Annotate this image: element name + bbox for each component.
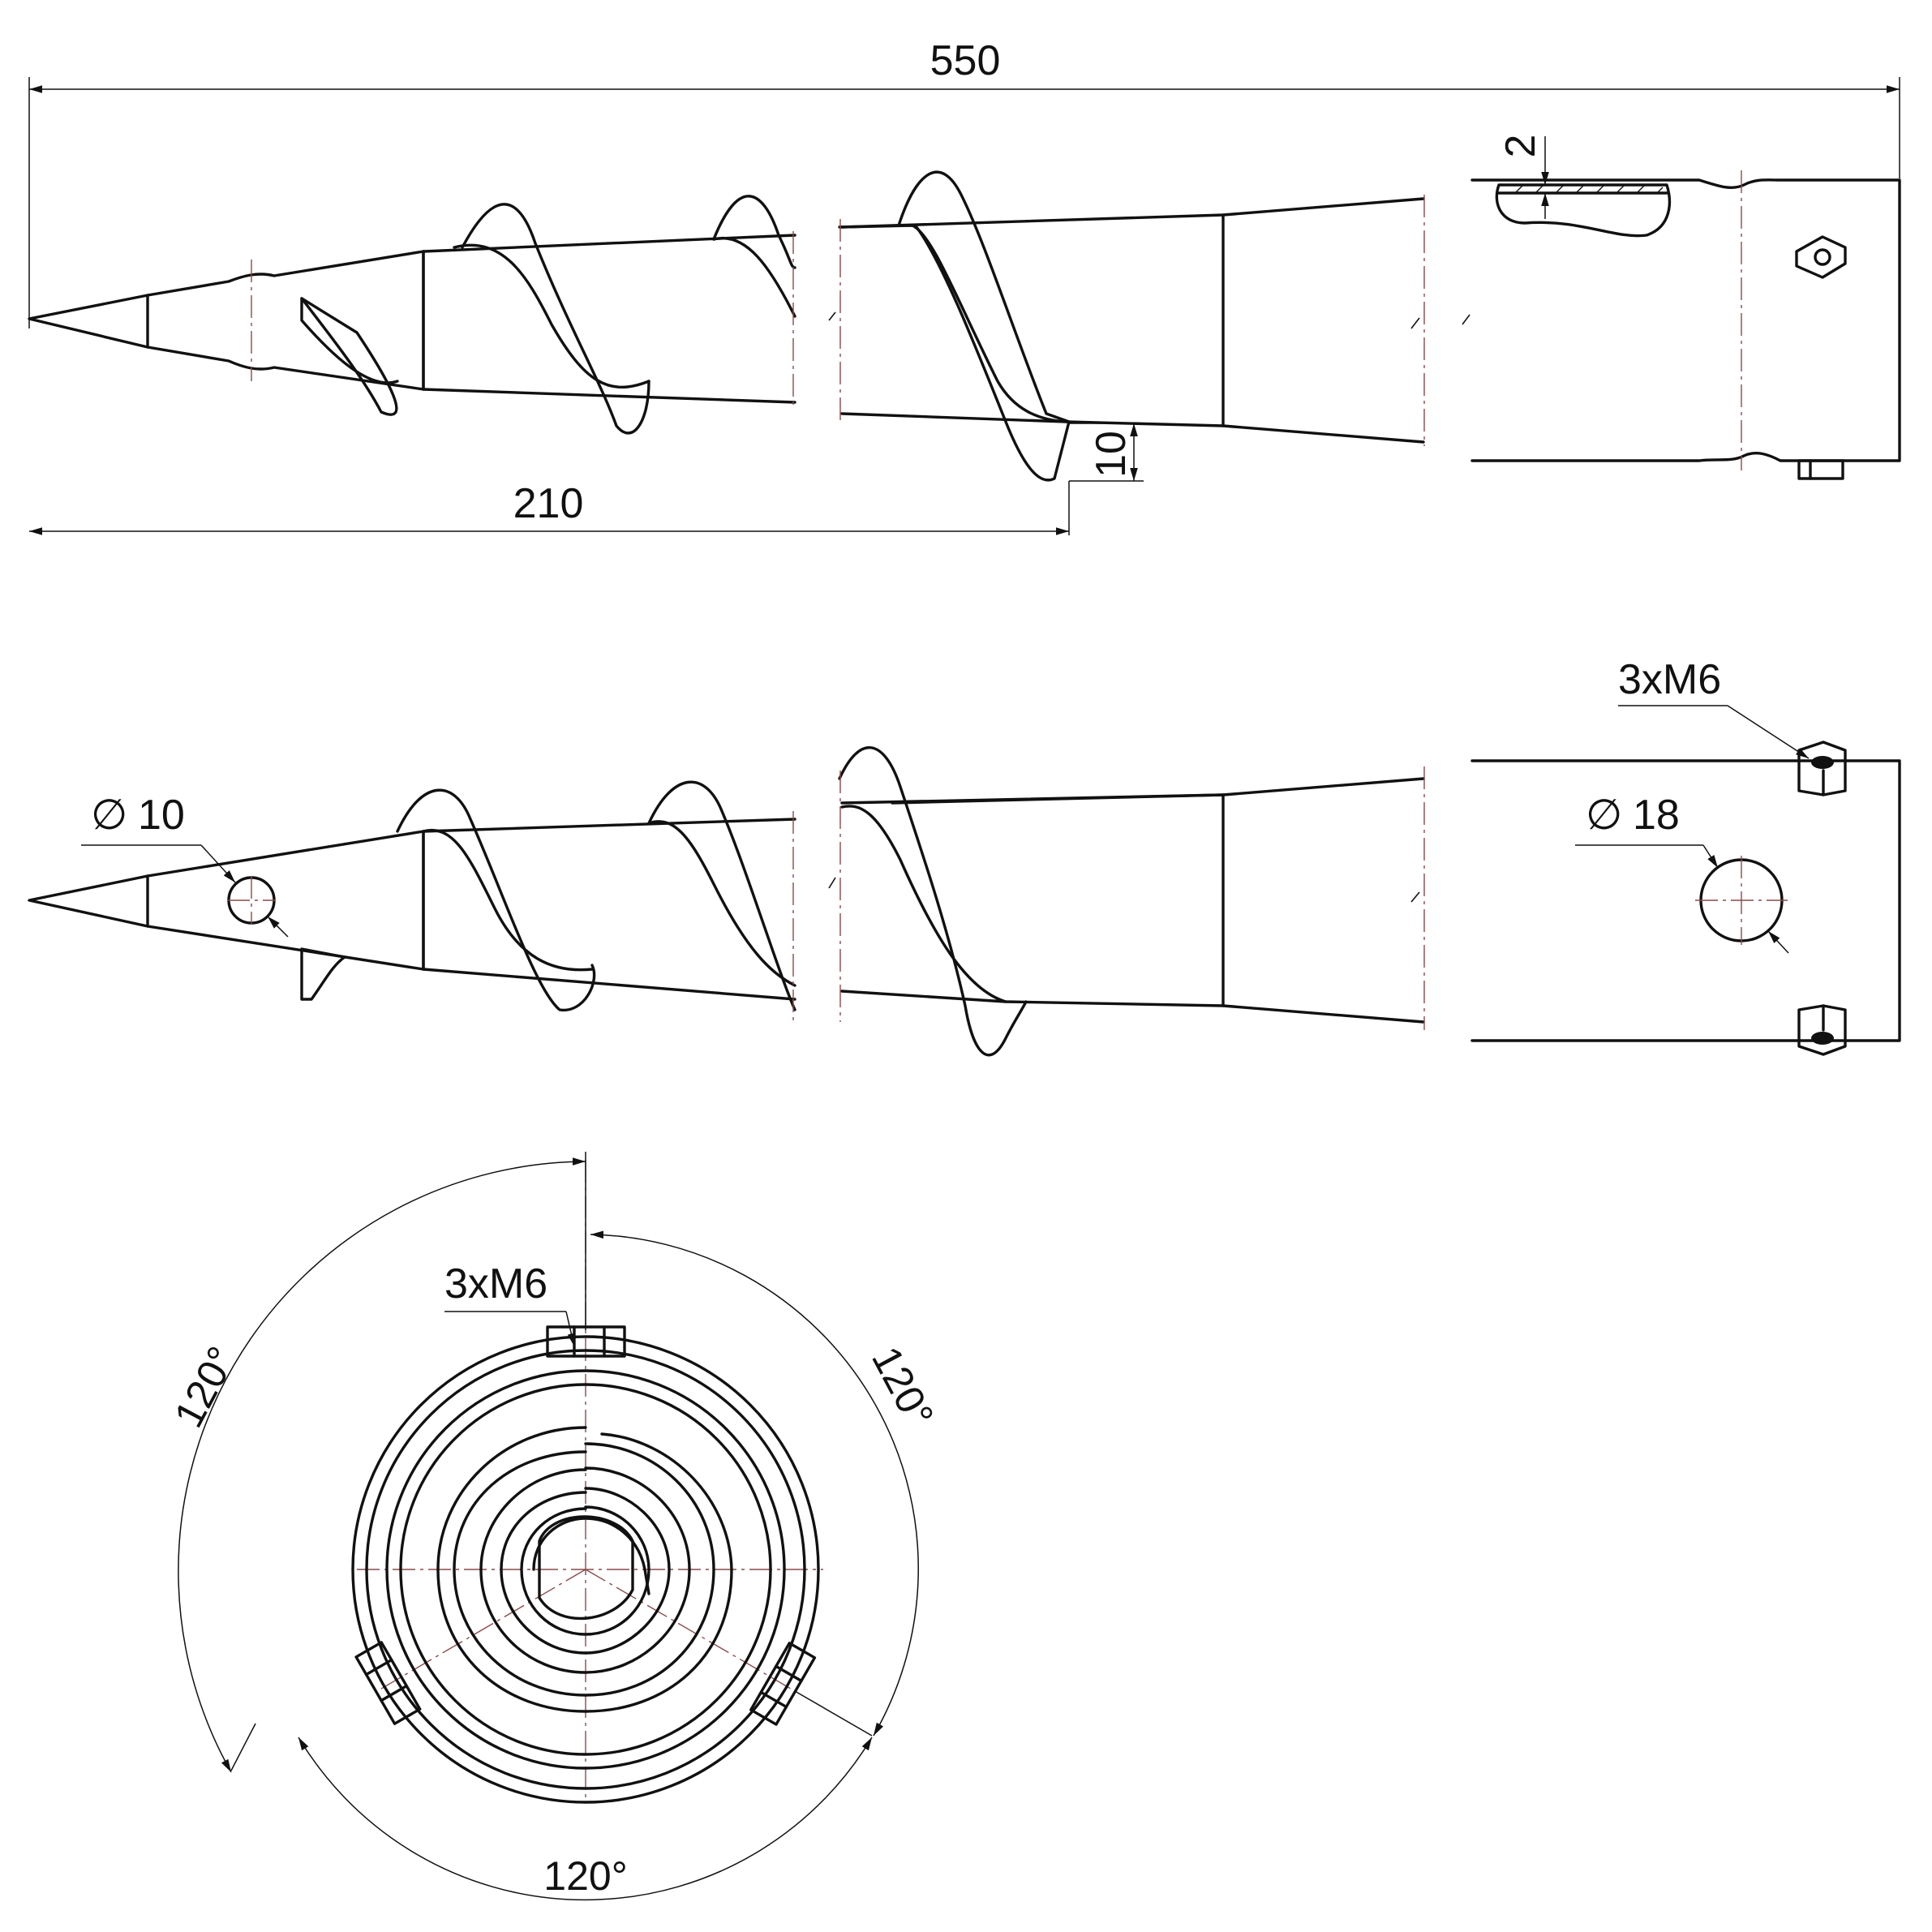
hex-nut-icon <box>1795 235 1847 279</box>
bolt-boss-left-icon <box>354 1641 422 1725</box>
pin-hole-10: ∅ 10 <box>81 792 289 938</box>
tube-hole-18: ∅ 18 <box>1575 792 1789 954</box>
cone-section-2-top <box>828 170 1425 482</box>
cone-section-2-side <box>828 746 1425 1057</box>
auger-tip-side: ∅ 10 <box>28 792 425 1001</box>
angle-left-label: 120° <box>165 1339 245 1435</box>
diameter-18-label: 18 <box>1633 792 1680 839</box>
bottom-nut-side-icon <box>1797 1004 1847 1056</box>
dimension-10-label: 10 <box>1088 431 1135 478</box>
tube-end-side: ∅ 18 3xM6 <box>1470 656 1901 1056</box>
top-view: 550 <box>28 37 1901 535</box>
bottom-nut-icon <box>1797 459 1844 480</box>
end-view: 3xM6 120° 120° 120° <box>165 1152 942 1901</box>
auger-tip-top <box>28 250 425 391</box>
diameter-10-symbol: ∅ <box>91 792 127 839</box>
dimension-550-label: 550 <box>930 37 1001 84</box>
dimension-550: 550 <box>28 37 1900 328</box>
angle-bottom-label: 120° <box>543 1853 627 1899</box>
cone-section-1-top <box>300 195 796 435</box>
cone-section-1-side <box>396 780 796 1022</box>
tube-end-top: 2 <box>1462 135 1901 480</box>
top-nut-side-icon <box>1797 741 1847 796</box>
dimension-210: 210 <box>29 480 1069 535</box>
diameter-10-label: 10 <box>138 792 185 839</box>
dimension-210-label: 210 <box>513 480 584 527</box>
bolts-side-label: 3xM6 <box>1618 656 1721 703</box>
slot-hatch <box>1514 184 1664 194</box>
bolts-end-label: 3xM6 <box>444 1260 547 1307</box>
side-view: ∅ 10 <box>28 656 1901 1057</box>
angle-right-label: 120° <box>863 1339 942 1435</box>
dimension-2-label: 2 <box>1497 135 1544 158</box>
diameter-18-symbol: ∅ <box>1586 792 1622 839</box>
dimension-10: 10 <box>1068 423 1144 535</box>
